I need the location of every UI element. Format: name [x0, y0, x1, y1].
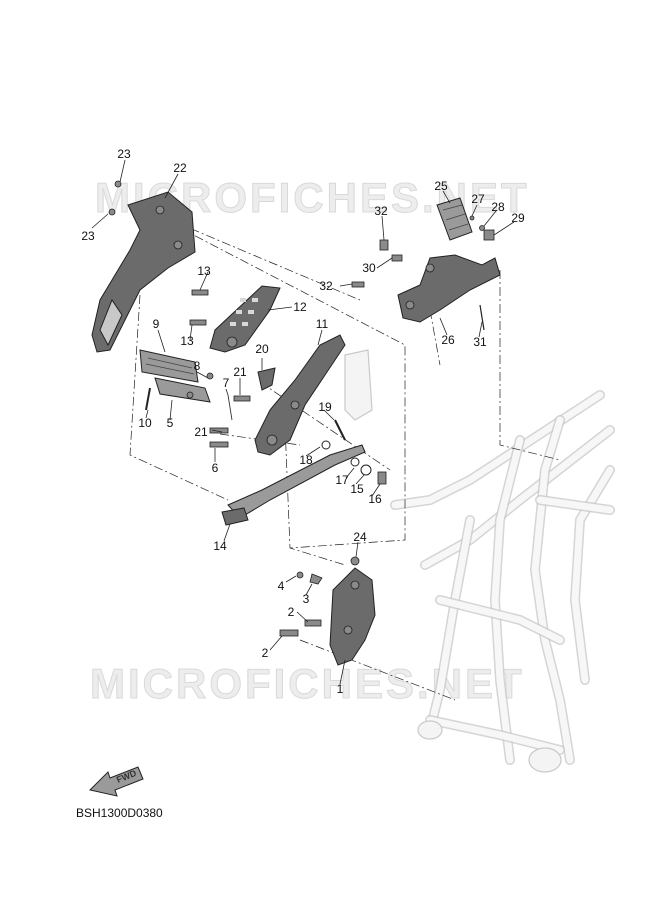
callout-9: 9 — [153, 317, 160, 331]
callout-2b: 2 — [262, 646, 269, 660]
part-pedal-bracket — [254, 334, 346, 456]
callout-13a: 13 — [197, 264, 211, 278]
callout-18: 18 — [299, 453, 313, 467]
callout-16: 16 — [368, 492, 382, 506]
callout-22: 22 — [173, 161, 187, 175]
callout-20: 20 — [255, 342, 269, 356]
callout-29: 29 — [511, 211, 525, 225]
callout-23a: 23 — [117, 147, 131, 161]
callout-layer: 23 22 23 13 12 13 11 9 20 8 21 7 10 5 21… — [81, 147, 525, 696]
callout-21a: 21 — [233, 365, 247, 379]
callout-19: 19 — [318, 400, 332, 414]
callout-32a: 32 — [374, 204, 388, 218]
callout-11: 11 — [316, 317, 329, 331]
callout-30: 30 — [362, 261, 376, 275]
part-brake-pedal — [221, 444, 366, 526]
watermark-layer: MICROFICHES.NET MICROFICHES.NET — [90, 174, 528, 708]
part-passenger-footrest — [436, 197, 473, 241]
callout-13b: 13 — [180, 334, 194, 348]
callout-31: 31 — [473, 335, 487, 349]
part-plate — [209, 285, 281, 353]
callout-24: 24 — [353, 530, 367, 544]
callout-12: 12 — [293, 300, 307, 314]
part-footrest-bracket — [154, 377, 211, 403]
callout-26: 26 — [441, 333, 455, 347]
callout-6: 6 — [212, 461, 219, 475]
callout-25: 25 — [434, 179, 448, 193]
callout-3: 3 — [303, 592, 310, 606]
callout-17: 17 — [335, 473, 349, 487]
callout-28: 28 — [491, 200, 505, 214]
part-lower-bracket — [329, 567, 376, 666]
callout-4: 4 — [278, 579, 285, 593]
bolts — [108, 180, 485, 637]
callout-8: 8 — [194, 359, 201, 373]
callout-1: 1 — [337, 682, 344, 696]
part-passenger-bracket — [397, 254, 501, 323]
callout-15: 15 — [350, 482, 364, 496]
callout-27: 27 — [471, 192, 485, 206]
callout-5: 5 — [167, 416, 174, 430]
callout-2a: 2 — [288, 605, 295, 619]
frame-drawing — [344, 349, 615, 773]
watermark-bottom: MICROFICHES.NET — [90, 660, 525, 707]
callout-21b: 21 — [194, 425, 208, 439]
leader-lines — [91, 159, 515, 685]
callout-7: 7 — [223, 376, 230, 390]
callout-23b: 23 — [81, 229, 95, 243]
callout-10: 10 — [138, 416, 152, 430]
fwd-arrow-icon: FWD — [89, 766, 144, 797]
part-heel-guard — [91, 191, 196, 353]
small-pins — [469, 215, 495, 241]
part-footrest — [139, 349, 199, 383]
callout-32b: 32 — [319, 279, 333, 293]
callout-14: 14 — [213, 539, 227, 553]
diagram-code: BSH1300D0380 — [76, 806, 163, 820]
